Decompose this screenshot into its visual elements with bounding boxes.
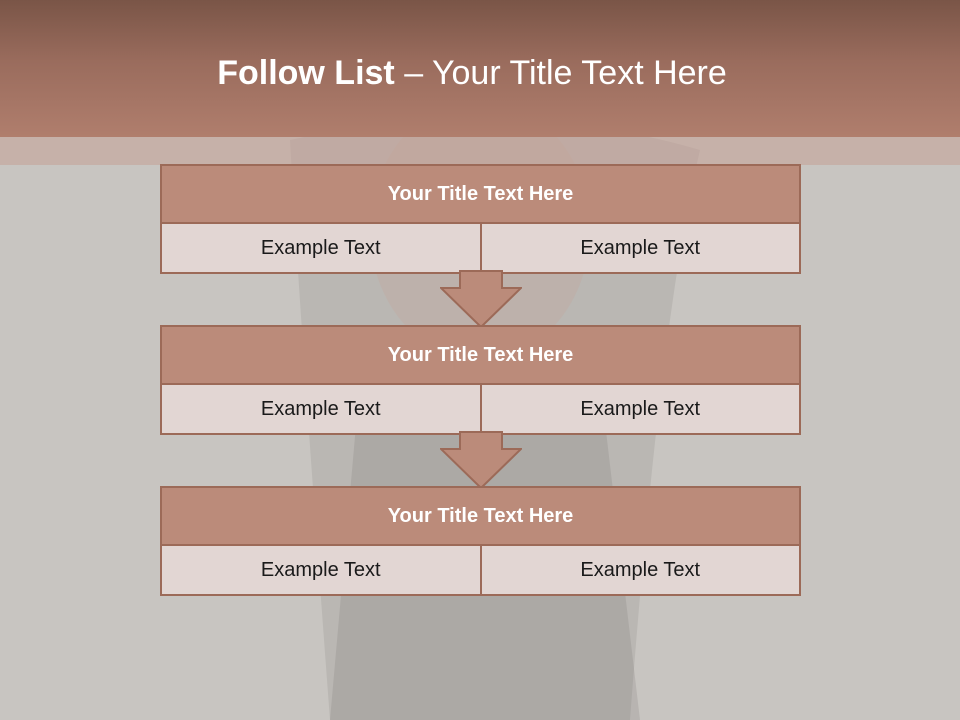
down-arrow-icon: [440, 270, 522, 328]
down-arrow-icon: [440, 431, 522, 489]
flow-block-row: Example Text Example Text: [162, 546, 799, 594]
flow-block-3: Your Title Text Here Example Text Exampl…: [160, 486, 801, 596]
title-bar-strip: [0, 137, 960, 165]
flow-block-cell-right: Example Text: [479, 385, 799, 433]
flow-block-cell-right: Example Text: [479, 546, 799, 594]
page-title-rest: – Your Title Text Here: [394, 54, 727, 92]
flow-block-row: Example Text Example Text: [162, 224, 799, 272]
page-title: Follow List – Your Title Text Here: [0, 54, 944, 93]
flow-block-cell-right: Example Text: [479, 224, 799, 272]
flow-block-title: Your Title Text Here: [162, 327, 799, 385]
flow-block-1: Your Title Text Here Example Text Exampl…: [160, 164, 801, 274]
flow-block-2: Your Title Text Here Example Text Exampl…: [160, 325, 801, 435]
page-title-bold: Follow List: [217, 54, 395, 92]
flow-block-title: Your Title Text Here: [162, 488, 799, 546]
flow-block-cell-left: Example Text: [162, 385, 480, 433]
flow-block-row: Example Text Example Text: [162, 385, 799, 433]
flow-block-cell-left: Example Text: [162, 224, 480, 272]
flow-block-cell-left: Example Text: [162, 546, 480, 594]
flow-block-title: Your Title Text Here: [162, 166, 799, 224]
title-bar: [0, 0, 960, 137]
